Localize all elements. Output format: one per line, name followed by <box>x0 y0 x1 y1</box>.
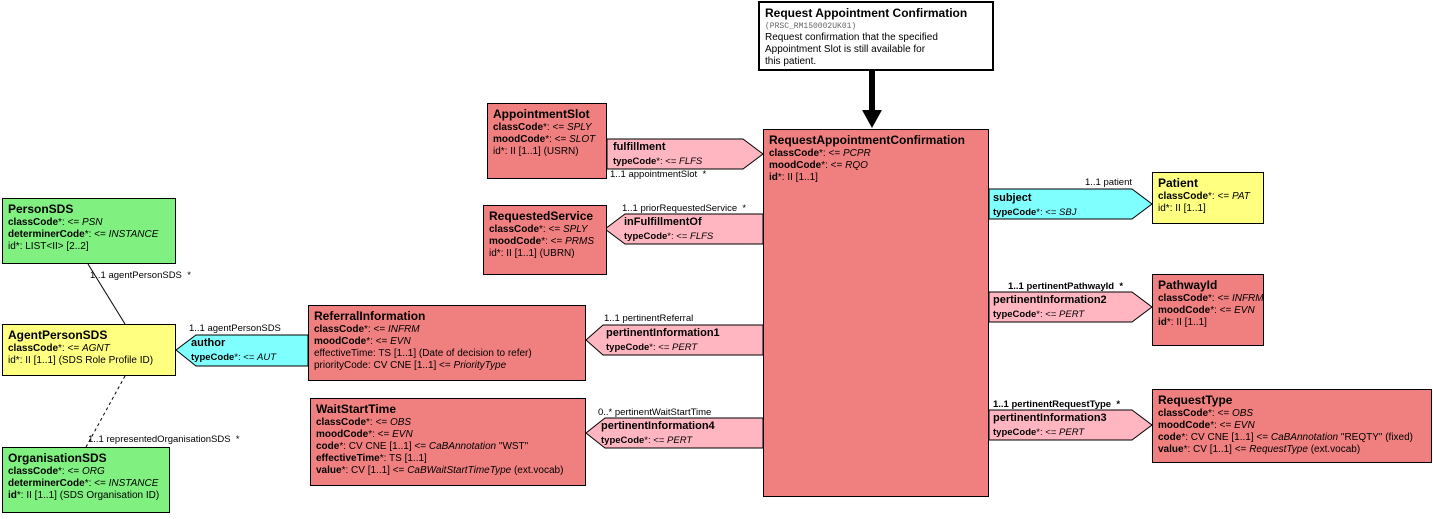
focal-classcode-attr: classCode*: <= PCPR <box>769 148 871 159</box>
wait-start-time-moodcode: moodCode*: <= EVN <box>316 429 413 440</box>
appointment-slot-moodcode: moodCode*: <= SLOT <box>493 134 596 145</box>
pertinentinformation2-arrow <box>988 291 1153 323</box>
author-typecode: typeCode*: <= AUT <box>191 352 277 363</box>
subject-arrow <box>988 188 1153 220</box>
wait-start-time-effectivetime: effectiveTime*: TS [1..1] <box>316 453 427 464</box>
referral-information-effectivetime: effectiveTime: TS [1..1] (Date of decisi… <box>314 348 532 359</box>
pertinentinformation1-label: pertinentInformation1 <box>606 327 720 339</box>
requested-service-id: id*: II [1..1] (UBRN) <box>489 248 575 259</box>
referral-information-name: ReferralInformation <box>314 309 426 323</box>
pathway-id-moodcode: moodCode*: <= EVN <box>1158 305 1255 316</box>
appointment-slot-id: id*: II [1..1] (USRN) <box>493 146 579 157</box>
person-sds-determinercode: determinerCode*: <= INSTANCE <box>8 229 159 240</box>
organisation-sds-classcode: classCode*: <= ORG <box>8 466 105 477</box>
entry-point-description-1: Request confirmation that the specified <box>765 32 938 43</box>
request-type-value: value*: CV [1..1] <= RequestType (ext.vo… <box>1158 444 1361 455</box>
referral-information-classcode: classCode*: <= INFRM <box>314 324 420 335</box>
entry-point-description-3: this patient. <box>765 56 817 67</box>
requested-service-moodcode: moodCode*: <= PRMS <box>489 236 595 247</box>
focal-class-box: RequestAppointmentConfirmation classCode… <box>763 129 989 497</box>
person-sds-classcode: classCode*: <= PSN <box>8 217 103 228</box>
wait-start-time-classcode: classCode*: <= OBS <box>316 417 412 428</box>
organisation-sds-box: OrganisationSDS classCode*: <= ORG deter… <box>2 447 170 513</box>
patient-id: id*: II [1..1] <box>1158 203 1206 214</box>
patient-classcode: classCode*: <= PAT <box>1158 191 1250 202</box>
subject-label: subject <box>993 192 1032 204</box>
person-sds-id: id*: LIST<II> [2..2] <box>8 241 89 252</box>
infulfillmentof-typecode: typeCode*: <= FLFS <box>624 231 714 242</box>
request-type-classcode: classCode*: <= OBS <box>1158 408 1254 419</box>
pertinentinformation1-typecode: typeCode*: <= PERT <box>606 342 698 353</box>
wait-start-time-name: WaitStartTime <box>316 402 397 416</box>
organisation-sds-name: OrganisationSDS <box>8 451 107 465</box>
focal-moodcode-attr: moodCode*: <= RQO <box>769 160 868 171</box>
entry-point-title: Request Appointment Confirmation <box>765 6 968 20</box>
appointment-slot-classcode: classCode*: <= SPLY <box>493 122 592 133</box>
wait-start-time-code: code*: CV CNE [1..1] <= CaBAnnotation "W… <box>316 441 529 452</box>
fulfillment-label: fulfillment <box>613 141 666 153</box>
organisation-sds-determinercode: determinerCode*: <= INSTANCE <box>8 478 159 489</box>
pertinentinformation4-label: pertinentInformation4 <box>601 420 715 432</box>
author-label: author <box>191 337 226 349</box>
focal-id-attr: id*: II [1..1] <box>769 172 818 183</box>
entry-arrow-head <box>862 110 882 128</box>
fulfillment-typecode: typeCode*: <= FLFS <box>613 156 703 167</box>
appointment-slot-name: AppointmentSlot <box>493 107 590 121</box>
patient-name: Patient <box>1158 176 1199 190</box>
referral-information-prioritycode: priorityCode: CV CNE [1..1] <= PriorityT… <box>314 360 507 371</box>
pertinentinformation2-cardinality: 1..1 pertinentPathwayId * <box>1008 281 1124 292</box>
organisationsds-link <box>85 375 126 448</box>
agent-person-sds-box: AgentPersonSDS classCode*: <= AGNT id*: … <box>2 324 176 376</box>
pathway-id-name: PathwayId <box>1158 278 1218 292</box>
fulfillment-arrow <box>606 138 764 170</box>
wait-start-time-value: value*: CV [1..1] <= CaBWaitStartTimeTyp… <box>316 465 564 476</box>
requested-service-name: RequestedService <box>489 209 594 223</box>
wait-start-time-box: WaitStartTime classCode*: <= OBS moodCod… <box>310 398 586 486</box>
agent-person-sds-id: id*: II [1..1] (SDS Role Profile ID) <box>8 355 154 366</box>
personsds-cardinality: 1..1 agentPersonSDS * <box>90 270 191 281</box>
organisationsds-cardinality: 1..1 representedOrganisationSDS * <box>88 434 240 445</box>
agent-person-sds-name: AgentPersonSDS <box>8 328 108 342</box>
agent-person-sds-classcode: classCode*: <= AGNT <box>8 343 110 354</box>
appointment-slot-box: AppointmentSlot classCode*: <= SPLY mood… <box>487 103 607 179</box>
person-sds-name: PersonSDS <box>8 202 74 216</box>
referral-information-moodcode: moodCode*: <= EVN <box>314 336 411 347</box>
entry-point-code: (PRSC_RM150002UK01) <box>765 22 857 31</box>
entry-point-box: Request Appointment Confirmation (PRSC_R… <box>758 1 994 71</box>
pathway-id-box: PathwayId classCode*: <= INFRM moodCode*… <box>1152 274 1264 346</box>
subject-typecode: typeCode*: <= SBJ <box>993 207 1077 218</box>
author-cardinality: 1..1 agentPersonSDS <box>189 323 281 334</box>
request-type-name: RequestType <box>1158 393 1233 407</box>
pertinentinformation2-label: pertinentInformation2 <box>993 294 1107 306</box>
organisation-sds-id: id*: II [1..1] (SDS Organisation ID) <box>8 490 160 501</box>
pertinentinformation2-typecode: typeCode*: <= PERT <box>993 309 1085 320</box>
requested-service-box: RequestedService classCode*: <= SPLY moo… <box>483 205 607 275</box>
request-type-box: RequestType classCode*: <= OBS moodCode*… <box>1152 389 1432 463</box>
entry-point-description-2: Appointment Slot is still available for <box>765 44 926 55</box>
request-type-moodcode: moodCode*: <= EVN <box>1158 420 1255 431</box>
pathway-id-classcode: classCode*: <= INFRM <box>1158 293 1264 304</box>
person-sds-box: PersonSDS classCode*: <= PSN determinerC… <box>2 198 176 264</box>
pertinentinformation4-cardinality: 0..* pertinentWaitStartTime <box>598 407 712 418</box>
patient-box: Patient classCode*: <= PAT id*: II [1..1… <box>1152 172 1264 224</box>
focal-class-name: RequestAppointmentConfirmation <box>769 133 965 147</box>
pertinentinformation3-arrow <box>988 409 1153 441</box>
personsds-link <box>87 263 126 325</box>
pertinentinformation3-typecode: typeCode*: <= PERT <box>993 427 1085 438</box>
referral-information-box: ReferralInformation classCode*: <= INFRM… <box>308 305 586 381</box>
infulfillmentof-cardinality: 1..1 priorRequestedService * <box>622 203 747 214</box>
subject-cardinality: 1..1 patient <box>1085 177 1133 188</box>
pertinentinformation4-typecode: typeCode*: <= PERT <box>601 435 693 446</box>
requested-service-classcode: classCode*: <= SPLY <box>489 224 588 235</box>
pertinentinformation3-label: pertinentInformation3 <box>993 412 1107 424</box>
request-type-code: code*: CV CNE [1..1] <= CaBAnnotation "R… <box>1158 432 1414 443</box>
pertinentinformation3-cardinality: 1..1 pertinentRequestType * <box>993 399 1121 410</box>
fulfillment-cardinality: 1..1 appointmentSlot * <box>610 169 707 180</box>
infulfillmentof-label: inFulfillmentOf <box>624 216 702 228</box>
pathway-id-id: id*: II [1..1] <box>1158 317 1207 328</box>
pertinentinformation1-cardinality: 1..1 pertinentReferral <box>604 313 694 324</box>
